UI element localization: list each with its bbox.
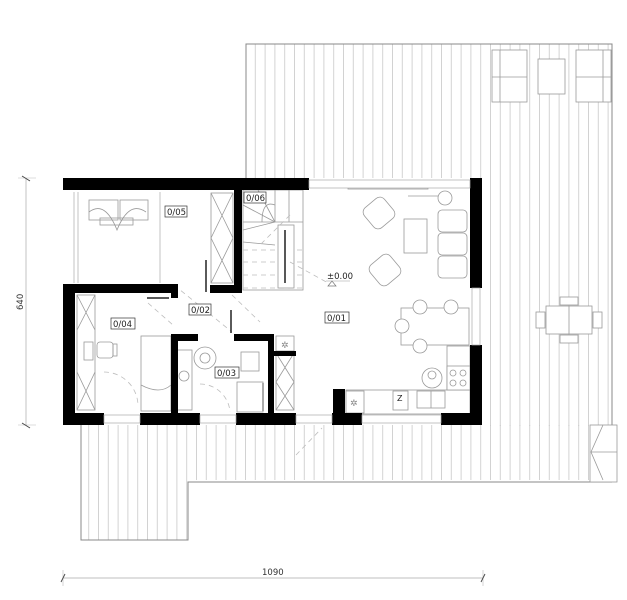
svg-text:0/02: 0/02 — [191, 306, 210, 316]
double-bed — [88, 199, 149, 232]
sofa — [437, 209, 468, 279]
side-table — [537, 58, 566, 95]
kitchen-chair — [421, 367, 443, 389]
door-swing-0-03 — [199, 383, 231, 413]
coffee-table — [403, 218, 428, 254]
armchair-2 — [368, 253, 402, 287]
room-tag-0-03: 0/03 — [214, 366, 240, 379]
svg-text:640: 640 — [16, 294, 26, 310]
walls — [63, 178, 482, 425]
svg-text:Z: Z — [397, 394, 403, 403]
staircase — [242, 189, 304, 291]
windows — [103, 179, 481, 424]
outdoor-steps — [589, 424, 618, 483]
level-marker: ±0.00 — [326, 272, 353, 287]
bathroom-fixtures — [176, 346, 264, 413]
toilet — [240, 351, 260, 372]
sun-lounger-2 — [575, 49, 612, 103]
door-swing-0-04 — [103, 371, 139, 407]
wardrobe-0-05 — [210, 192, 234, 284]
svg-text:✲: ✲ — [281, 341, 289, 351]
terrace-deck-lower — [80, 425, 612, 541]
sun-lounger-1 — [491, 49, 528, 103]
armchair-1 — [362, 196, 396, 230]
svg-text:±0.00: ±0.00 — [327, 272, 353, 282]
room-tag-0-01: 0/01 — [324, 311, 350, 324]
bunk-bed — [140, 335, 172, 412]
shower — [193, 346, 217, 370]
svg-text:0/03: 0/03 — [217, 369, 236, 379]
svg-text:0/06: 0/06 — [246, 194, 265, 204]
svg-text:✲: ✲ — [350, 399, 358, 409]
room-tag-0-06: 0/06 — [243, 191, 267, 204]
svg-text:0/04: 0/04 — [113, 320, 132, 330]
desk-and-chair — [83, 341, 118, 361]
svg-text:0/01: 0/01 — [327, 314, 346, 324]
room-tag-0-05: 0/05 — [164, 205, 188, 218]
dining-table — [394, 299, 470, 354]
room-tag-0-04: 0/04 — [110, 317, 136, 330]
kitchen-counter: Z ✲ — [345, 345, 471, 415]
svg-text:0/05: 0/05 — [167, 208, 186, 218]
room-tag-0-02: 0/02 — [188, 303, 212, 316]
svg-text:1090: 1090 — [262, 568, 284, 578]
outdoor-dining-table — [535, 296, 603, 344]
dimension-height: 640 — [16, 175, 36, 429]
plant — [408, 190, 453, 206]
utility-closet: ✲ — [275, 335, 295, 411]
dimension-width: 1090 — [60, 568, 486, 586]
